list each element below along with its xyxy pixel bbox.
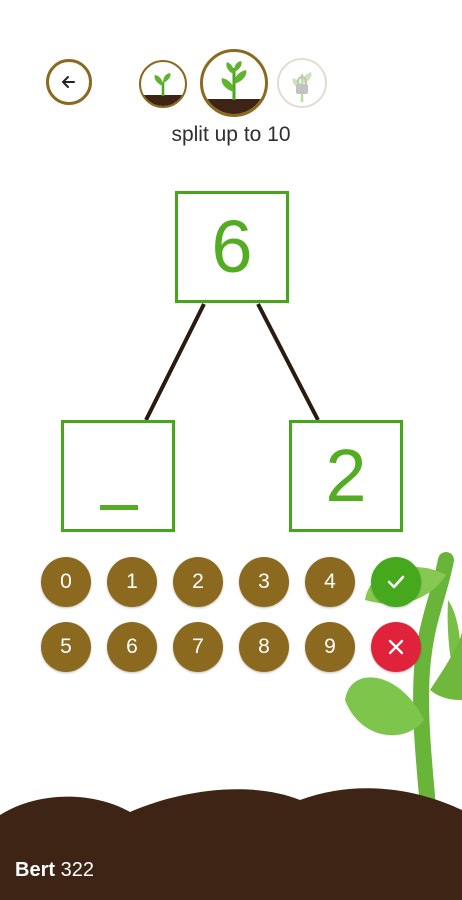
digit-key-8[interactable]: 8 [239, 622, 289, 672]
digit-label: 4 [324, 570, 336, 593]
known-part-box: 2 [289, 420, 403, 532]
digit-key-7[interactable]: 7 [173, 622, 223, 672]
digit-key-2[interactable]: 2 [173, 557, 223, 607]
level-current-button[interactable] [200, 49, 268, 117]
digit-label: 5 [60, 635, 72, 658]
digit-label: 2 [192, 570, 204, 593]
sprout-small-icon [141, 73, 185, 106]
level-small-button[interactable] [139, 60, 187, 108]
plant-leaf-lower [345, 677, 424, 736]
input-cursor [100, 505, 138, 510]
digit-key-6[interactable]: 6 [107, 622, 157, 672]
digit-label: 1 [126, 570, 138, 593]
sprout-medium-icon [203, 61, 265, 114]
player-score: 322 [60, 859, 94, 881]
level-locked-button[interactable] [277, 58, 327, 108]
sprout-locked-icon [292, 72, 312, 102]
digit-key-1[interactable]: 1 [107, 557, 157, 607]
digit-label: 3 [258, 570, 270, 593]
checkmark-icon [387, 575, 405, 589]
digit-key-5[interactable]: 5 [41, 622, 91, 672]
arrow-left-icon [62, 76, 75, 88]
player-info: Bert 322 [15, 859, 94, 882]
player-name: Bert [15, 859, 56, 881]
total-box: 6 [175, 191, 289, 303]
digit-label: 6 [126, 635, 138, 658]
back-button[interactable] [46, 59, 92, 105]
level-title: split up to 10 [171, 123, 291, 146]
digit-label: 9 [324, 635, 336, 658]
soil-ground [0, 788, 462, 900]
plant-leaf-back [430, 630, 462, 700]
close-icon [388, 639, 404, 655]
digit-label: 0 [60, 570, 72, 593]
digit-key-9[interactable]: 9 [305, 622, 355, 672]
digit-label: 7 [192, 635, 204, 658]
digit-label: 8 [258, 635, 270, 658]
total-value: 6 [211, 205, 253, 288]
known-part-value: 2 [325, 434, 367, 517]
digit-key-4[interactable]: 4 [305, 557, 355, 607]
digit-key-3[interactable]: 3 [239, 557, 289, 607]
confirm-button[interactable] [371, 557, 421, 607]
connector-left [144, 303, 206, 421]
clear-button[interactable] [371, 622, 421, 672]
answer-box[interactable] [61, 420, 175, 532]
connector-right [256, 303, 320, 421]
digit-key-0[interactable]: 0 [41, 557, 91, 607]
